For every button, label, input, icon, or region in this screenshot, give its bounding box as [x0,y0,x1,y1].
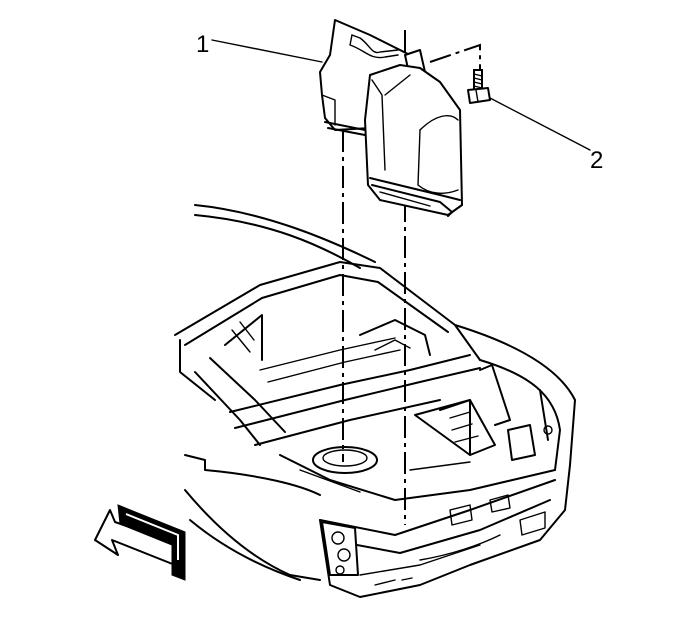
vehicle-rear-compartment [174,204,576,598]
callout-label-2: 2 [590,147,603,174]
bolt-icon [467,69,491,104]
callout-label-1: 1 [196,31,209,58]
callout-leaders [211,39,591,151]
trim-cover-part [319,19,463,217]
front-direction-arrow-icon [94,504,186,581]
